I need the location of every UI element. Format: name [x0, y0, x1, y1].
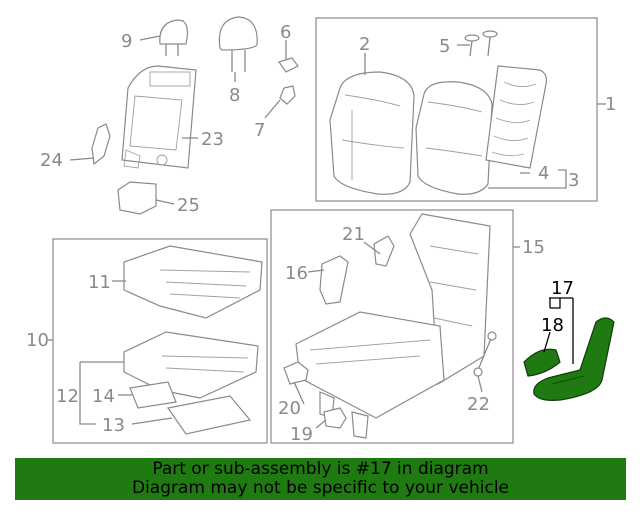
callout-11: 11 — [88, 272, 111, 293]
callout-1: 1 — [605, 94, 616, 115]
callout-15: 15 — [522, 237, 545, 258]
side-cover-17-highlighted — [533, 317, 615, 401]
headrest-9 — [159, 19, 189, 56]
callout-25: 25 — [177, 195, 200, 216]
part-19 — [323, 407, 347, 429]
cover-18-highlighted — [523, 348, 561, 377]
group-box-15 — [270, 209, 514, 444]
callout-21: 21 — [342, 224, 365, 245]
seat-cushion-11 — [123, 245, 263, 319]
heater-mat-13 — [166, 395, 252, 435]
clip-6 — [278, 57, 299, 73]
callout-16: 16 — [285, 263, 308, 284]
seat-back-frame-23 — [121, 65, 197, 169]
bracket-16 — [319, 255, 349, 305]
banner-line-2: Diagram may not be specific to your vehi… — [131, 478, 509, 498]
callout-4: 4 — [538, 163, 549, 184]
group-box-10 — [52, 238, 268, 444]
callout-20: 20 — [278, 398, 301, 419]
seat-back-cushion-3 — [415, 81, 493, 195]
leader-lines — [48, 35, 606, 429]
callout-2: 2 — [359, 34, 370, 55]
bracket-7 — [279, 85, 296, 105]
callout-9: 9 — [121, 31, 132, 52]
part-20 — [283, 361, 309, 385]
seat-back-frame-4 — [485, 65, 547, 169]
callout-7: 7 — [254, 120, 265, 141]
callout-17: 17 — [551, 278, 574, 299]
cable-22 — [473, 331, 497, 377]
callout-6: 6 — [280, 22, 291, 43]
callout-22: 22 — [467, 394, 490, 415]
callout-13: 13 — [102, 415, 125, 436]
seat-frame-15 — [295, 213, 491, 439]
seat-back-cushion-2 — [329, 71, 415, 195]
callout-24: 24 — [40, 150, 63, 171]
callout-3: 3 — [568, 170, 579, 191]
callout-19: 19 — [290, 424, 313, 445]
callout-10: 10 — [26, 330, 49, 351]
bolts-5 — [464, 30, 498, 57]
callout-12: 12 — [56, 386, 79, 407]
banner-line-1: Part or sub-assembly is #17 in diagram — [152, 459, 489, 479]
callout-18: 18 — [541, 315, 564, 336]
callout-14: 14 — [92, 386, 115, 407]
seat-cushion-12 — [123, 331, 259, 399]
bracket-24 — [91, 123, 111, 166]
info-banner: Part or sub-assembly is #17 in diagram D… — [15, 458, 626, 500]
pad-14 — [129, 381, 177, 409]
group-box-1 — [315, 17, 598, 202]
callout-5: 5 — [439, 36, 450, 57]
headrest-8 — [218, 16, 258, 72]
callout-23: 23 — [201, 129, 224, 150]
part-21 — [373, 235, 395, 267]
callout-8: 8 — [229, 85, 240, 106]
cover-25 — [117, 181, 157, 215]
